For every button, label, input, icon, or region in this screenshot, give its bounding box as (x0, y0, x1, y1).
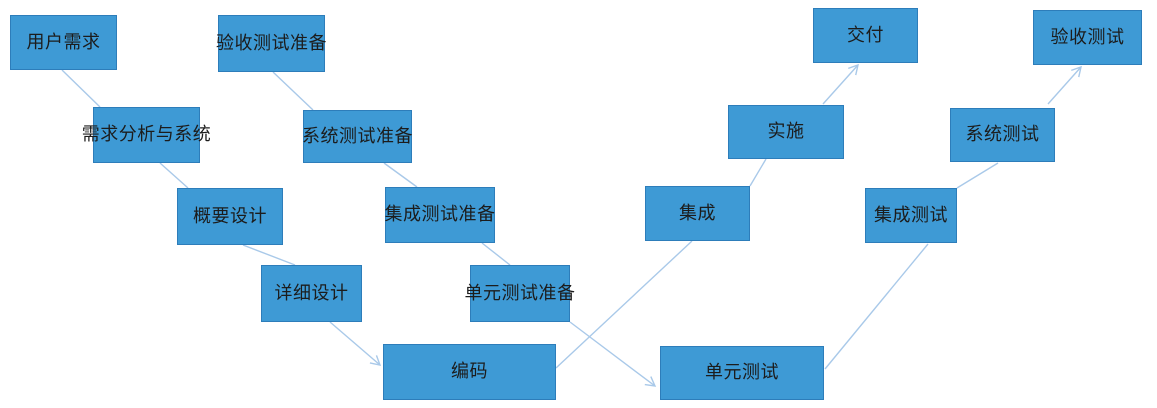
node-label-unit-test: 单元测试 (705, 362, 779, 383)
node-integration: 集成 (645, 186, 750, 241)
connector-unit-test-to-integration-test (824, 243, 929, 370)
node-label-detailed-design: 详细设计 (274, 282, 349, 304)
connector-integration-test-prep-to-unit-test-prep (481, 242, 511, 266)
connector-system-test-prep-to-integration-test-prep (383, 162, 418, 188)
connector-outline-design-to-detailed-design (242, 244, 296, 266)
connector-implementation-to-delivery (822, 63, 859, 105)
connector-acceptance-test-prep-to-system-test-prep (272, 71, 314, 111)
node-label-acceptance-test: 验收测试 (1050, 26, 1125, 48)
node-integration-test: 集成测试 (865, 188, 957, 243)
node-acceptance-test-prep: 验收测试准备 (216, 15, 327, 72)
node-delivery: 交付 (813, 8, 918, 63)
node-acceptance-test: 验收测试 (1033, 10, 1142, 65)
node-user-requirements: 用户需求 (10, 15, 117, 70)
connector-integration-to-implementation (749, 158, 767, 187)
node-label-unit-test-prep: 单元测试准备 (464, 282, 576, 304)
connector-detailed-design-to-coding (329, 321, 382, 366)
connector-system-test-to-acceptance-test (1047, 65, 1082, 105)
node-label-integration: 集成 (679, 202, 716, 224)
node-label-integration-test-prep: 集成测试准备 (384, 204, 496, 225)
node-integration-test-prep: 集成测试准备 (385, 187, 495, 243)
connector-integration-test-to-system-test (956, 162, 999, 189)
connector-coding-to-integration (555, 240, 693, 369)
node-label-system-test-prep: 系统测试准备 (302, 125, 413, 147)
node-label-requirement-analysis: 需求分析与系统 (81, 124, 212, 145)
node-label-acceptance-test-prep: 验收测试准备 (216, 32, 327, 54)
node-requirement-analysis: 需求分析与系统 (82, 107, 211, 163)
node-label-system-test: 系统测试 (965, 124, 1040, 145)
connector-user-requirements-to-requirement-analysis (61, 69, 101, 108)
node-outline-design: 概要设计 (177, 188, 283, 245)
node-unit-test-prep: 单元测试准备 (465, 265, 575, 322)
connector-unit-test-prep-to-unit-test (569, 321, 657, 387)
node-label-integration-test: 集成测试 (874, 204, 948, 226)
node-detailed-design: 详细设计 (261, 265, 362, 322)
node-system-test: 系统测试 (950, 108, 1055, 162)
node-label-outline-design: 概要设计 (193, 205, 267, 227)
node-unit-test: 单元测试 (660, 346, 824, 400)
node-label-implementation: 实施 (767, 121, 805, 142)
connector-requirement-analysis-to-outline-design (159, 162, 189, 189)
node-coding: 编码 (383, 344, 556, 400)
node-label-coding: 编码 (451, 361, 488, 382)
node-label-delivery: 交付 (847, 24, 884, 46)
node-implementation: 实施 (728, 105, 844, 159)
node-label-user-requirements: 用户需求 (26, 31, 101, 53)
node-system-test-prep: 系统测试准备 (302, 110, 413, 163)
